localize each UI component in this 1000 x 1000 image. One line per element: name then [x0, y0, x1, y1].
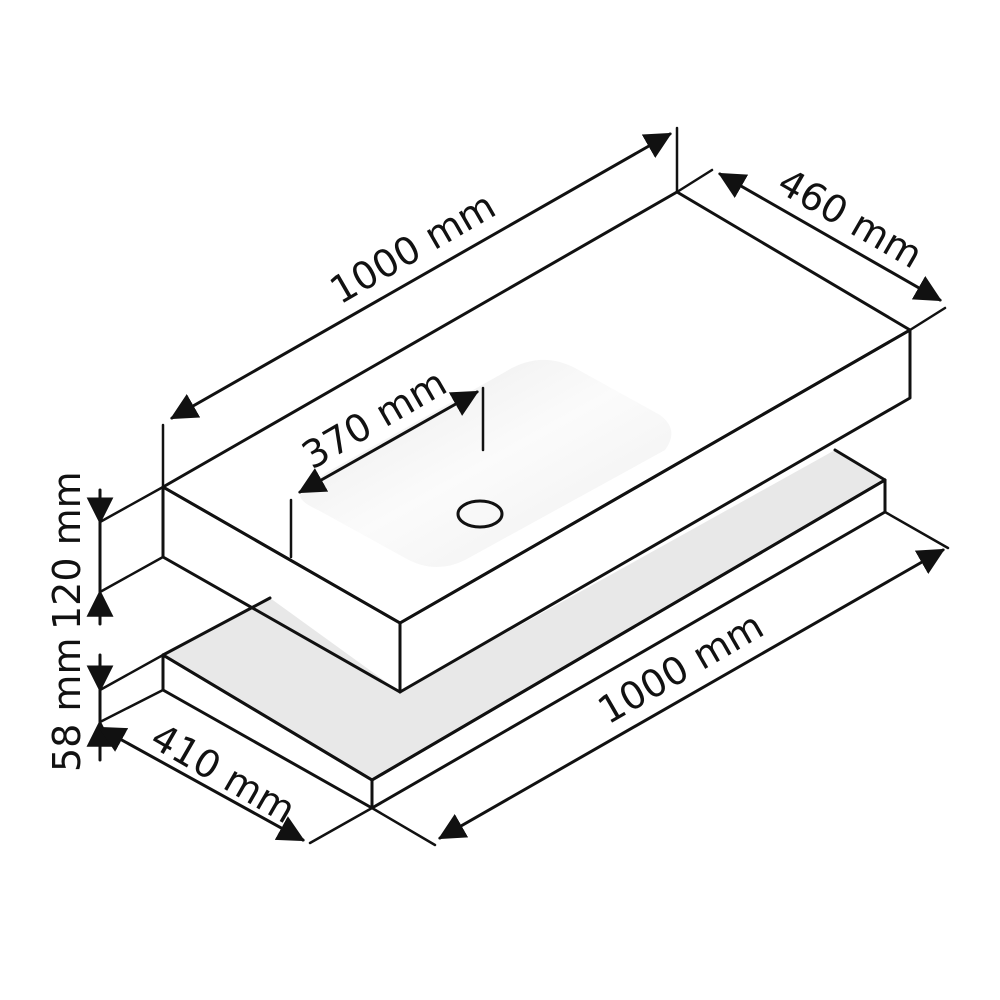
countertop-side-face	[398, 328, 912, 694]
top-depth-label: 460 mm	[771, 160, 930, 277]
bottom-depth-label: 410 mm	[144, 715, 303, 832]
dimension-top-depth: 460 mm	[675, 160, 947, 332]
shelf-top-face	[163, 450, 885, 780]
top-width-label: 1000 mm	[323, 183, 503, 313]
top-height-label: 120 mm	[45, 471, 89, 630]
drain-icon	[456, 499, 504, 529]
basin	[300, 359, 672, 568]
dimension-top-height: 120 mm	[45, 471, 165, 630]
bottom-height-label: 58 mm	[45, 638, 89, 772]
dimension-bottom-height: 58 mm	[45, 638, 165, 772]
